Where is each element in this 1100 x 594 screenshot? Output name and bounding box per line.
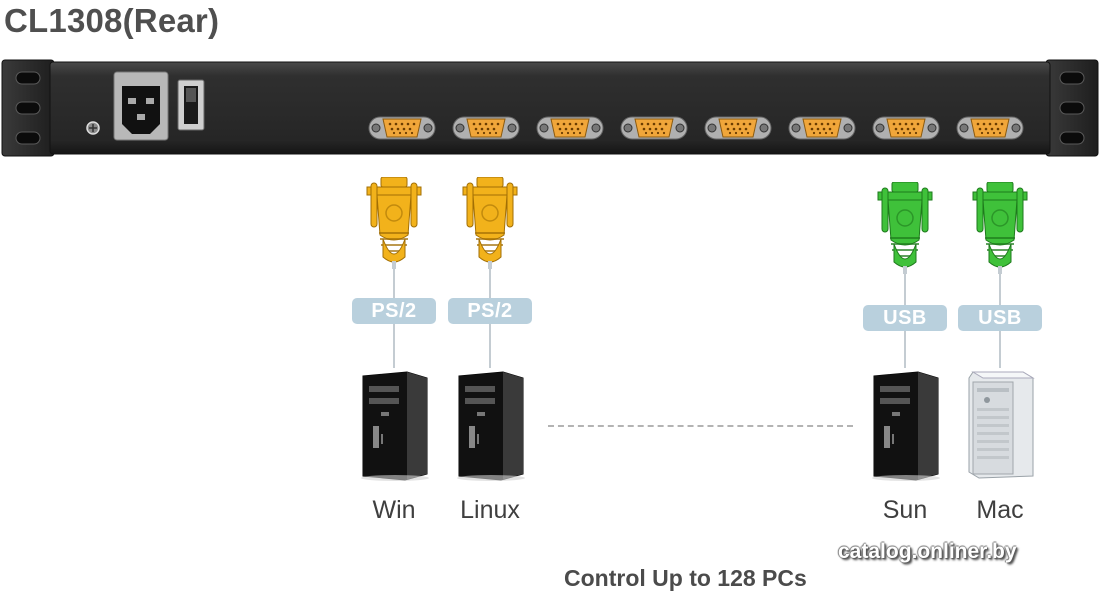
kvm-rear-panel — [1, 59, 1099, 157]
power-switch — [177, 79, 205, 131]
pc-label-4: Mac — [976, 496, 1024, 524]
interface-badge-3: USB — [863, 305, 947, 331]
kvm-port-4 — [620, 116, 688, 140]
computer-tower-icon — [961, 368, 1039, 487]
more-computers-dashed-line — [548, 425, 853, 427]
kvm-port-8 — [956, 116, 1024, 140]
ps2-cable-connector-2 — [459, 176, 521, 274]
interface-badge-4: USB — [958, 305, 1042, 331]
kvm-port-2 — [452, 116, 520, 140]
computer-tower-icon — [866, 368, 944, 487]
caption: Control Up to 128 PCs — [564, 565, 807, 591]
usb-cable-connector-3 — [874, 181, 936, 279]
page-title: CL1308(Rear) — [4, 2, 220, 39]
kvm-port-7 — [872, 116, 940, 140]
pc-label-3: Sun — [882, 496, 928, 524]
pc-label-2: Linux — [460, 496, 520, 524]
computer-tower-icon — [451, 368, 529, 487]
ps2-cable-connector-1 — [363, 176, 425, 274]
pc-label-1: Win — [372, 496, 416, 524]
watermark: catalog.onliner.by — [838, 540, 1017, 563]
kvm-port-5 — [704, 116, 772, 140]
kvm-port-6 — [788, 116, 856, 140]
kvm-port-3 — [536, 116, 604, 140]
kvm-port-1 — [368, 116, 436, 140]
computer-tower-icon — [355, 368, 433, 487]
interface-badge-2: PS/2 — [448, 298, 532, 324]
usb-cable-connector-4 — [969, 181, 1031, 279]
ground-screw — [86, 121, 100, 135]
interface-badge-1: PS/2 — [352, 298, 436, 324]
power-socket — [113, 71, 169, 141]
